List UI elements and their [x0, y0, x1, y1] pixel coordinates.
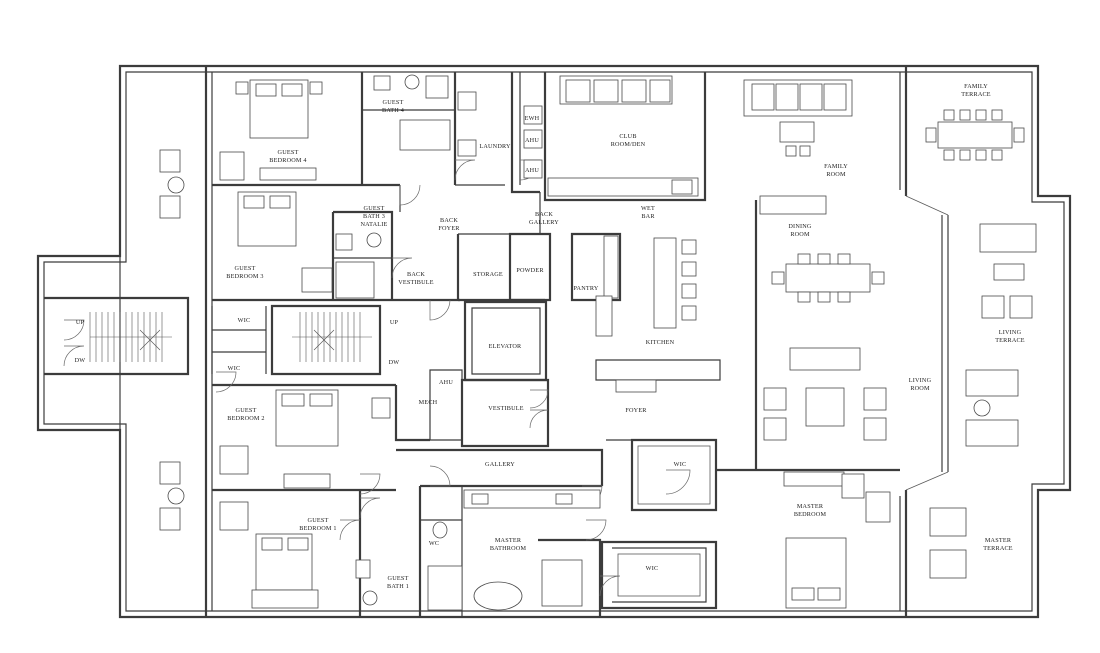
label-ahu-mech: AHU	[439, 379, 453, 386]
label-laundry: LAUNDRY	[479, 143, 511, 150]
label-stair-left-down: DW	[75, 357, 86, 364]
stair-labels: UP DW UP DW	[75, 319, 400, 366]
equipment-labels: EWH AHU AHU AHU	[439, 115, 540, 386]
label-stair-right-up: UP	[390, 319, 399, 326]
right-stair	[292, 312, 372, 362]
label-elevator: ELEVATOR	[489, 343, 522, 350]
label-mech: MECH	[419, 399, 438, 406]
label-foyer: FOYER	[625, 407, 647, 414]
label-stair-right-down: DW	[389, 359, 400, 366]
label-pantry: PANTRY	[573, 285, 598, 292]
label-storage: STORAGE	[473, 271, 503, 278]
exterior-walls	[36, 64, 1072, 619]
label-gallery: GALLERY	[485, 461, 515, 468]
label-wic-lower: WIC	[228, 365, 241, 372]
label-vestibule: VESTIBULE	[488, 405, 524, 412]
label-ewh: EWH	[525, 115, 540, 122]
label-powder: POWDER	[516, 267, 544, 274]
label-kitchen: KITCHEN	[646, 339, 675, 346]
label-wic-upper: WIC	[238, 317, 251, 324]
left-stair	[89, 312, 172, 362]
label-stair-left-up: UP	[76, 319, 85, 326]
furniture	[159, 74, 1037, 611]
label-ahu-1: AHU	[525, 137, 539, 144]
label-ahu-2: AHU	[525, 167, 539, 174]
label-wc: WC	[429, 540, 439, 547]
label-wic-lower-master: WIC	[646, 565, 659, 572]
doors	[63, 159, 691, 597]
label-wic-upper-master: WIC	[674, 461, 687, 468]
